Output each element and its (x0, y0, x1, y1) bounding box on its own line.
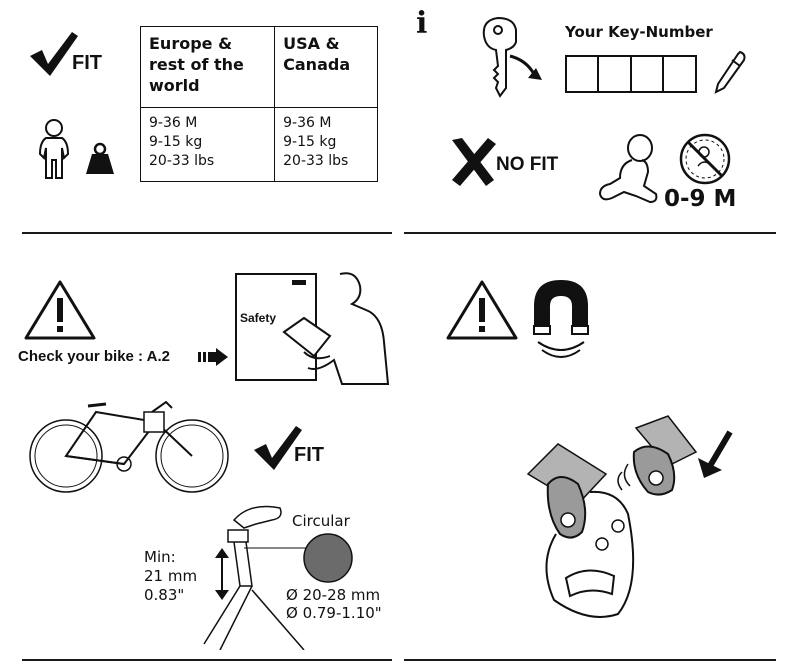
weight-icon (86, 142, 114, 174)
min-label: Min: (144, 548, 176, 566)
pen-icon (714, 50, 746, 94)
no-newborn-icon (679, 133, 731, 185)
buckle-illustration (526, 415, 733, 618)
seatpost-illustration (203, 505, 306, 650)
table-value: 9-15 kg (149, 134, 203, 150)
table-row: 9-36 M 9-15 kg 20-33 lbs 9-36 M 9-15 kg … (139, 107, 378, 182)
checkmark-icon (254, 426, 302, 470)
magnet-icon (533, 280, 589, 358)
manual-reader-illustration (235, 272, 390, 385)
divider (404, 659, 776, 661)
manual-label: Safety (240, 311, 277, 325)
table-value: 20-33 lbs (149, 153, 215, 169)
key-number-boxes (565, 55, 697, 93)
fit-label: FIT (72, 52, 102, 74)
circular-tube-icon (303, 533, 353, 583)
table-value: 20-33 lbs (283, 153, 349, 169)
table-header-row: Europe & rest of the world USA & Canada (139, 26, 378, 108)
height-arrow-icon (215, 548, 229, 600)
key-icon (482, 16, 542, 98)
table-value: 9-36 M (283, 115, 332, 131)
fit-label: FIT (294, 444, 324, 466)
warning-icon (24, 280, 96, 340)
arrow-right-icon (198, 348, 228, 366)
min-inch-label: 0.83" (144, 586, 185, 604)
checkmark-icon (30, 32, 78, 76)
diameter-inch-label: Ø 0.79-1.10" (286, 604, 382, 622)
info-icon: i (416, 6, 428, 41)
no-fit-label: NO FIT (496, 154, 559, 175)
diameter-mm-label: Ø 20-28 mm (286, 586, 381, 604)
table-value: 9-36 M (149, 115, 198, 131)
divider (404, 232, 776, 234)
age-label: 0-9 M (664, 186, 737, 212)
divider (22, 659, 392, 661)
warning-icon (446, 280, 518, 340)
min-mm-label: 21 mm (144, 567, 198, 585)
divider (22, 232, 392, 234)
child-icon (38, 119, 70, 179)
key-number-title: Your Key-Number (565, 23, 713, 41)
fit-table: Europe & rest of the world USA & Canada … (139, 26, 378, 182)
no-fit-cross-icon (452, 138, 496, 186)
table-cell: 9-36 M 9-15 kg 20-33 lbs (139, 107, 276, 182)
table-header-usa: USA & Canada (274, 26, 378, 108)
table-value: 9-15 kg (283, 134, 337, 150)
bicycle-icon (29, 400, 229, 493)
table-header-europe: Europe & rest of the world (139, 26, 276, 108)
baby-icon (598, 134, 658, 204)
table-cell: 9-36 M 9-15 kg 20-33 lbs (274, 107, 378, 182)
check-bike-label: Check your bike : A.2 (18, 348, 170, 365)
circular-label: Circular (292, 512, 350, 530)
